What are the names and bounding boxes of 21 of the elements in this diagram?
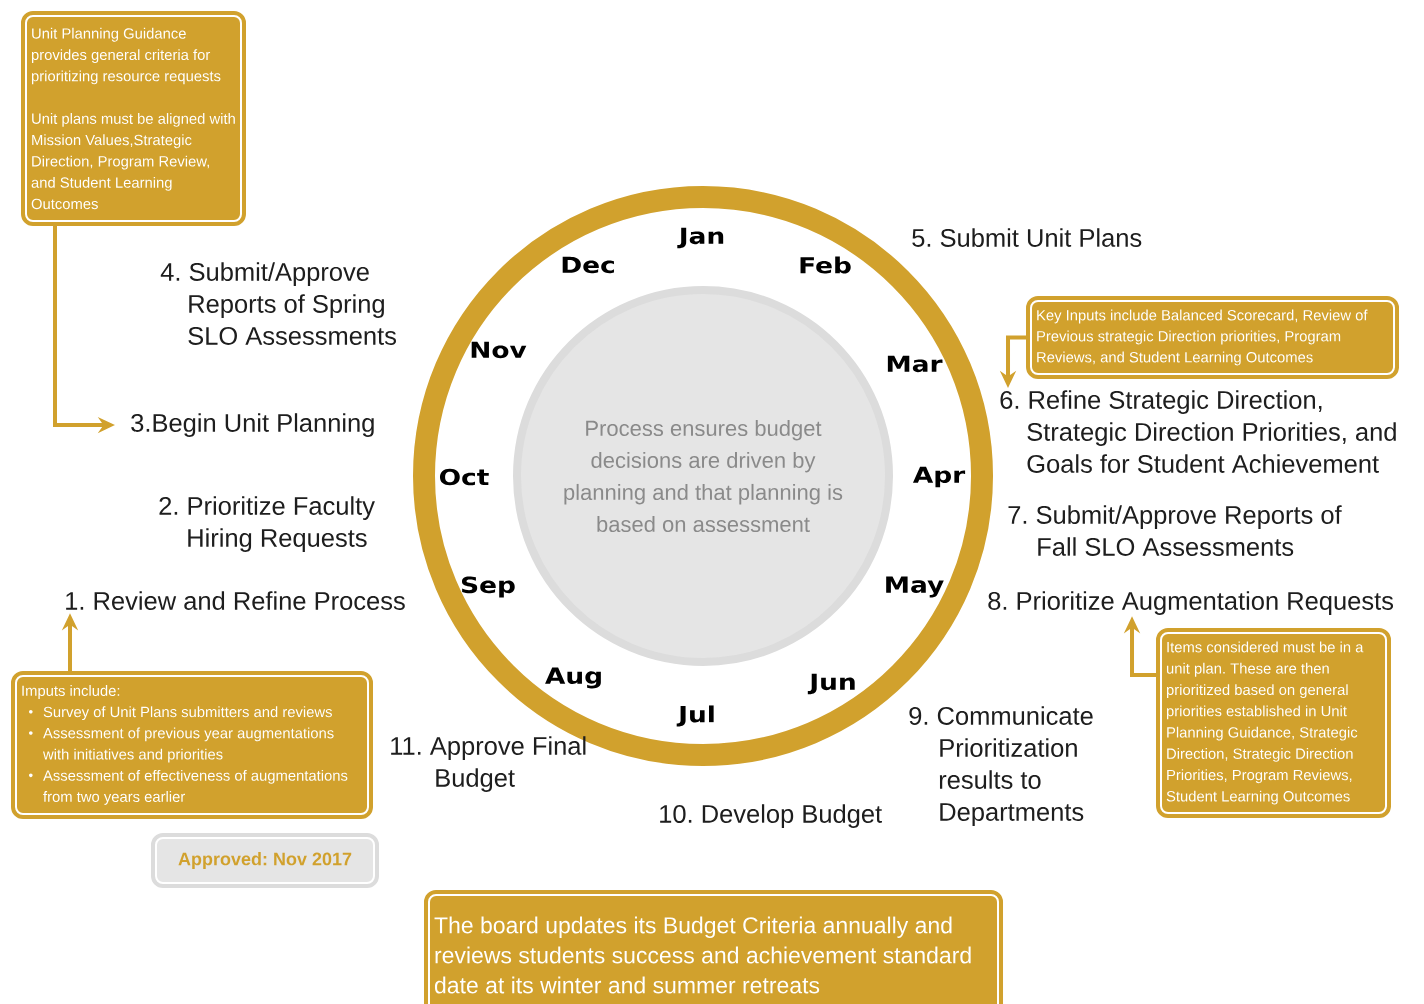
callout-box: Imputs include: Survey of Unit Plans submitters and reviews Assessment of previous year augmentations with initiatives and priorities Assessment of effectiveness of augmentations from two years earlier [11, 671, 373, 819]
month-label: Oct [439, 468, 489, 486]
month-label: Apr [912, 466, 966, 488]
approval-stamp: Approved: Nov 2017 [151, 833, 379, 888]
step-label: 8. Prioritize Augmentation Requests [988, 591, 1393, 615]
step-label: 10. Develop Budget [660, 804, 882, 828]
step-label: 4. Submit/Approve Reports of Spring SLO Assessments [160, 262, 396, 345]
callout-box: Items considered must be in a unit plan. These are then prioritized based on general priorities established in Unit Planning Guidance, Strategic Direction, Strategic Direction Priorities, Program Reviews, Student Learning Outcomes [1156, 628, 1391, 818]
callout-box: Unit Planning Guidance provides general criteria for prioritizing resource requests Unit plans must be aligned with Mission Values,Strategic Direction, Program Review, and Student Learning Outcomes [21, 11, 246, 226]
callout-box: The board updates its Budget Criteria annually and reviews students success and achievement standard date at its winter and summer retreats [424, 890, 1003, 1004]
step-label: 3.Begin Unit Planning [131, 413, 374, 437]
step-label: 6. Refine Strategic Direction, Strategic Direction Priorities, and Goals for Student Achievement [1000, 390, 1396, 473]
step-label: 7. Submit/Approve Reports of Fall SLO Assessments [1008, 505, 1342, 556]
step-label: 11. Approve Final Budget [391, 736, 586, 792]
step-label: 5. Submit Unit Plans [912, 228, 1142, 247]
step-label: 2. Prioritize Faculty Hiring Requests [159, 496, 375, 552]
callout-box: Key Inputs include Balanced Scorecard, Review of Previous strategic Direction priorities, Program Reviews, and Student Learning Outcomes [1026, 296, 1399, 379]
month-label: Jul [676, 705, 714, 727]
month-label: Jan [677, 227, 724, 249]
step-label: 9. Communicate Prioritization results to Departments [909, 706, 1093, 826]
step-label: 1. Review and Refine Process [66, 591, 405, 610]
